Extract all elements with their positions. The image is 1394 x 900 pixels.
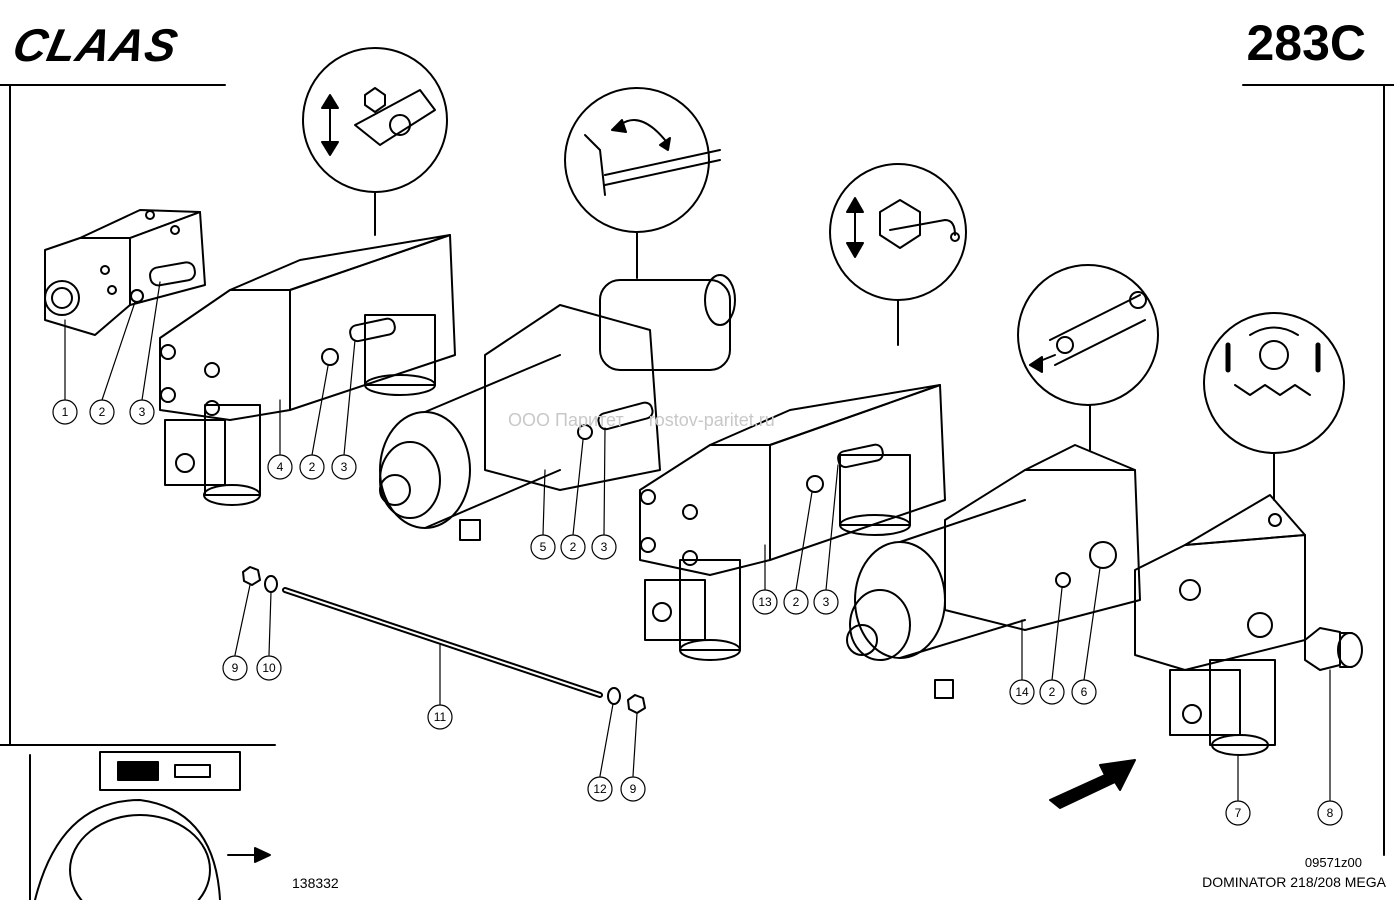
drawing-code: 09571z00 bbox=[1304, 855, 1362, 870]
svg-text:7: 7 bbox=[1235, 806, 1242, 820]
callout-10: 10 bbox=[256, 655, 282, 681]
callout-6: 6 bbox=[1071, 679, 1097, 705]
direction-arrow bbox=[1049, 759, 1136, 809]
svg-text:6: 6 bbox=[1081, 685, 1088, 699]
callout-1: 1 bbox=[52, 399, 78, 425]
callout-2: 2 bbox=[299, 454, 325, 480]
svg-text:2: 2 bbox=[1049, 685, 1056, 699]
svg-text:2: 2 bbox=[570, 540, 577, 554]
callout-8: 8 bbox=[1317, 800, 1343, 826]
svg-text:1: 1 bbox=[62, 405, 69, 419]
svg-text:8: 8 bbox=[1327, 806, 1334, 820]
callout-5: 5 bbox=[530, 534, 556, 560]
svg-text:2: 2 bbox=[309, 460, 316, 474]
watermark-left: ООО Паритет bbox=[508, 410, 624, 430]
callout-2: 2 bbox=[1039, 679, 1065, 705]
watermark-right: rostov-paritet.ru bbox=[648, 410, 775, 430]
frame-lines bbox=[0, 84, 1394, 856]
svg-text:3: 3 bbox=[601, 540, 608, 554]
svg-text:3: 3 bbox=[341, 460, 348, 474]
svg-text:12: 12 bbox=[593, 782, 607, 796]
solenoid-valve-7 bbox=[1134, 494, 1306, 756]
callout-2: 2 bbox=[560, 534, 586, 560]
solenoid-valve-13 bbox=[639, 384, 946, 661]
fitting-8 bbox=[1304, 627, 1363, 671]
svg-text:5: 5 bbox=[540, 540, 547, 554]
solenoid-valve-5 bbox=[379, 274, 736, 541]
callout-3: 3 bbox=[129, 399, 155, 425]
tie-rod-assembly bbox=[242, 566, 646, 714]
inset-detail bbox=[0, 744, 276, 900]
callout-3: 3 bbox=[331, 454, 357, 480]
reel-height-icon bbox=[829, 163, 967, 346]
callout-3: 3 bbox=[591, 534, 617, 560]
callout-12: 12 bbox=[587, 776, 613, 802]
svg-text:3: 3 bbox=[823, 595, 830, 609]
model-name: DOMINATOR 218/208 MEGA bbox=[1202, 874, 1386, 890]
solenoid-valve-14 bbox=[846, 444, 1141, 699]
svg-text:9: 9 bbox=[232, 661, 239, 675]
svg-text:3: 3 bbox=[139, 405, 146, 419]
reel-tilt-icon bbox=[564, 87, 721, 279]
svg-text:10: 10 bbox=[262, 661, 276, 675]
svg-text:13: 13 bbox=[758, 595, 772, 609]
adapter-block-1 bbox=[44, 209, 206, 336]
page-code: 283C bbox=[1246, 15, 1366, 71]
callout-11: 11 bbox=[427, 704, 453, 730]
callout-2: 2 bbox=[783, 589, 809, 615]
svg-text:2: 2 bbox=[793, 595, 800, 609]
svg-text:11: 11 bbox=[434, 710, 447, 724]
svg-text:4: 4 bbox=[277, 460, 284, 474]
callout-14: 14 bbox=[1009, 679, 1035, 705]
svg-text:9: 9 bbox=[630, 782, 637, 796]
watermark: ООО Паритет rostov-paritet.ru bbox=[508, 410, 775, 431]
callout-2: 2 bbox=[89, 399, 115, 425]
callout-4: 4 bbox=[267, 454, 293, 480]
callout-3: 3 bbox=[813, 589, 839, 615]
callout-layer: 1 2 3 4 2 3 5 2 3 13 2 3 14 2 6 9 10 11 … bbox=[52, 399, 1343, 826]
svg-text:14: 14 bbox=[1015, 685, 1029, 699]
reel-rotation-icon bbox=[1203, 312, 1345, 501]
solenoid-valve-4 bbox=[159, 234, 456, 506]
leader-lines bbox=[64, 281, 1331, 801]
callout-9: 9 bbox=[222, 655, 248, 681]
callout-9: 9 bbox=[620, 776, 646, 802]
doc-number: 138332 bbox=[292, 875, 339, 891]
callout-13: 13 bbox=[752, 589, 778, 615]
callout-7: 7 bbox=[1225, 800, 1251, 826]
conveyor-reverse-icon bbox=[1017, 264, 1159, 451]
svg-text:2: 2 bbox=[99, 405, 106, 419]
cutter-height-icon bbox=[302, 47, 448, 236]
